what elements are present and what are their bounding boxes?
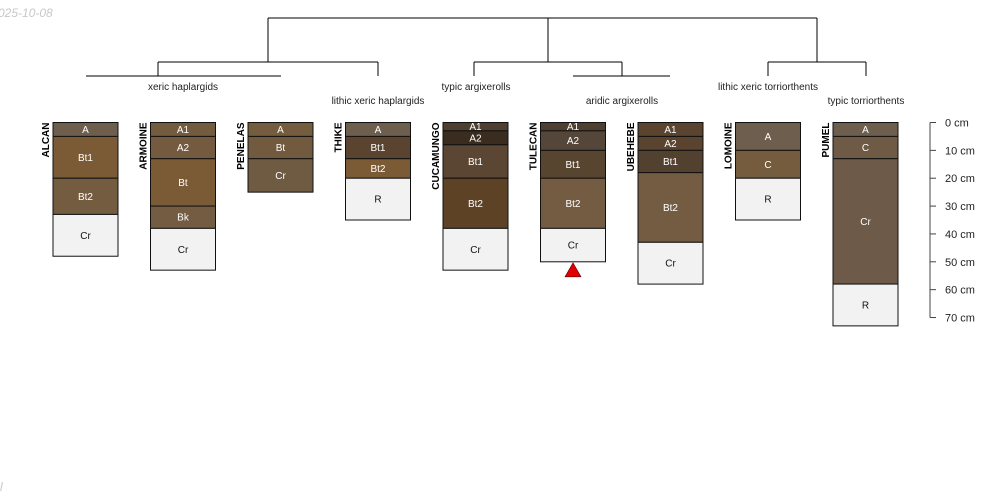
horizon-label: Cr <box>80 231 91 242</box>
group-label: lithic xeric haplargids <box>332 96 425 107</box>
horizon <box>637 241 704 285</box>
profile-name: PENELAS <box>236 122 247 170</box>
axis-tick-label: 0 cm <box>945 118 969 130</box>
profile-pumel: PUMEL AC CrR <box>821 122 899 327</box>
horizon <box>52 135 119 179</box>
horizon-label: Cr <box>665 259 676 270</box>
horizon-label: Bt2 <box>468 199 483 210</box>
horizon-label: A1 <box>177 125 190 136</box>
horizon-label: Bt <box>178 178 188 189</box>
horizon <box>442 227 509 271</box>
horizon-label: A <box>277 125 284 136</box>
profile-name: LOMOINE <box>724 122 735 169</box>
horizon-label: Bk <box>177 213 190 224</box>
horizon-label: Bt2 <box>370 164 385 175</box>
horizon-label: A1 <box>664 125 677 136</box>
horizon <box>540 177 606 229</box>
profile-name: PUMEL <box>821 123 832 158</box>
axis-tick-label: 30 cm <box>945 201 975 213</box>
horizon-label: Bt1 <box>565 160 580 171</box>
horizon <box>345 177 411 221</box>
profile-name: ARMOINE <box>139 122 150 170</box>
date-stamp: 025-10-08 <box>0 6 53 20</box>
horizon-label: Bt1 <box>370 143 385 154</box>
horizon <box>150 158 216 207</box>
horizon-label: Cr <box>275 171 286 182</box>
group-label: typic argixerolls <box>442 82 511 93</box>
group-label: xeric haplargids <box>148 82 218 93</box>
horizon <box>735 149 801 179</box>
horizon-label: C <box>764 160 771 171</box>
horizon-label: Cr <box>568 241 579 252</box>
horizon <box>52 177 119 215</box>
horizon-label: A <box>375 125 382 136</box>
horizon-label: Bt1 <box>663 157 678 168</box>
horizon <box>247 158 314 193</box>
horizon-label: Cr <box>860 217 871 228</box>
profile-lomoine: LOMOINE A C R <box>724 122 801 221</box>
axis-tick-label: 50 cm <box>945 257 975 269</box>
group-label: lithic xeric torriorthents <box>718 82 818 93</box>
group-labels: xeric haplargids lithic xeric haplargids t… <box>148 82 904 107</box>
horizon-label: Cr <box>178 245 189 256</box>
axis-tick-label: 20 cm <box>945 173 975 185</box>
horizon-label: A2 <box>567 136 580 147</box>
horizon-label: A <box>82 125 89 136</box>
horizon-label: A1 <box>469 122 482 133</box>
horizon <box>832 283 899 327</box>
horizon-label: A2 <box>469 133 482 144</box>
horizon-label: Bt1 <box>468 157 483 168</box>
profile-name: CUCAMUNGO <box>431 122 442 189</box>
group-label: typic torriorthents <box>828 96 905 107</box>
horizon-label: Bt2 <box>78 192 93 203</box>
horizon-label: Bt1 <box>78 153 93 164</box>
horizon-label: R <box>374 195 381 206</box>
axis-tick-label: 70 cm <box>945 313 975 325</box>
horizon-label: A2 <box>177 143 190 154</box>
horizon-label: A1 <box>567 122 580 133</box>
horizon-label: A2 <box>664 139 677 150</box>
horizon-label: Bt2 <box>565 199 580 210</box>
axis-tick-label: 40 cm <box>945 229 975 241</box>
horizon <box>540 227 606 263</box>
horizon-label: R <box>862 300 869 311</box>
horizon <box>52 213 119 257</box>
group-label: aridic argixerolls <box>586 96 658 107</box>
horizon-label: R <box>764 195 771 206</box>
axis-tick-label: 10 cm <box>945 145 975 157</box>
axis-tick-label: 60 cm <box>945 285 975 297</box>
horizon-label: A <box>765 132 772 143</box>
horizon-label: Cr <box>470 245 481 256</box>
horizon <box>442 177 509 229</box>
dendrogram <box>86 17 867 77</box>
horizon <box>540 149 606 179</box>
profile-name: THIKE <box>334 122 345 152</box>
footer-text: l <box>0 480 3 494</box>
horizon-label: A <box>862 125 869 136</box>
red-triangle-marker <box>564 262 582 278</box>
horizon <box>832 158 899 285</box>
profile-name: ALCAN <box>41 123 52 158</box>
horizon <box>150 227 216 271</box>
depth-axis: 0 cm 10 cm 20 cm 30 cm 40 cm 50 cm 60 cm 70 cm <box>929 118 975 325</box>
horizon-label: C <box>862 143 869 154</box>
horizon-label: Bt <box>276 143 286 154</box>
horizon <box>735 122 801 151</box>
profile-name: TULECAN <box>529 123 540 171</box>
horizon-label: Bt2 <box>663 203 678 214</box>
horizon <box>735 177 801 221</box>
profile-name: UBEHEBE <box>626 122 637 171</box>
